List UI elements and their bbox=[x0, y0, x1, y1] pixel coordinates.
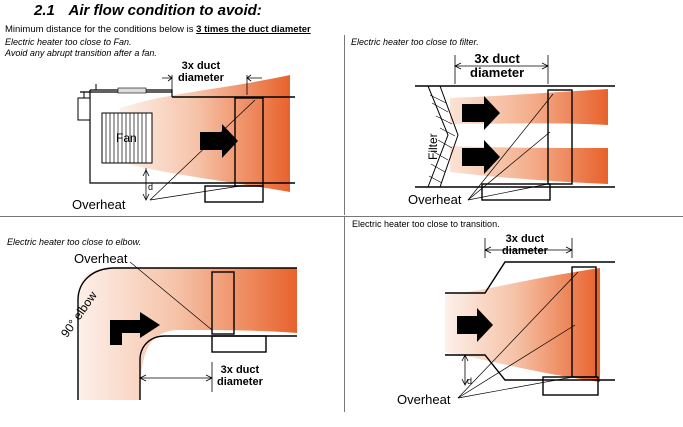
transition-caption: Electric heater too close to transition. bbox=[352, 219, 500, 229]
fan-motor bbox=[77, 97, 91, 121]
elbow-overheat-zone bbox=[211, 335, 267, 353]
divider-horizontal bbox=[0, 216, 683, 217]
elbow-airflow bbox=[78, 267, 297, 400]
elbow-overheat-label: Overheat bbox=[74, 251, 128, 266]
section-number: 2.1 bbox=[34, 2, 55, 19]
filter-label: Filter bbox=[426, 133, 440, 160]
divider-vertical-top bbox=[344, 35, 345, 215]
transition-dimension-line-2: diameter bbox=[502, 244, 548, 257]
elbow-arrow bbox=[110, 312, 160, 345]
transition-dimension-line-1: 3x duct bbox=[505, 233, 545, 245]
fan-overheat-zone bbox=[204, 185, 264, 203]
fan-label: Fan bbox=[116, 131, 137, 145]
filter-overheat-zone bbox=[481, 183, 551, 201]
fan-d-label: d bbox=[148, 182, 154, 192]
filter-arrow-upper bbox=[462, 96, 500, 130]
filter-dimension-line-1: 3x duct bbox=[474, 51, 520, 66]
filter-media bbox=[427, 85, 459, 188]
elbow-outer-wall bbox=[77, 267, 297, 400]
fan-caption-2: Avoid any abrupt transition after a fan. bbox=[5, 48, 157, 58]
elbow-inner-wall bbox=[139, 335, 297, 400]
transition-overheat-label: Overheat bbox=[397, 392, 451, 407]
elbow-caption: Electric heater too close to elbow. bbox=[7, 237, 142, 247]
elbow-dimension-label: 3x duct diameter bbox=[217, 364, 263, 388]
fan-diagram bbox=[77, 74, 295, 203]
fan-overheat-label: Overheat bbox=[72, 197, 126, 212]
transition-dimension-label: 3x duct diameter bbox=[502, 233, 548, 257]
elbow-heater bbox=[211, 271, 235, 335]
fan-blades bbox=[105, 113, 147, 163]
filter-overheat-label: Overheat bbox=[408, 192, 462, 207]
fan-dimension-line-2: diameter bbox=[178, 71, 224, 84]
elbow-dimension-line-2: diameter bbox=[217, 375, 263, 388]
intro-text: Minimum distance for the conditions belo… bbox=[5, 24, 311, 35]
filter-diagram bbox=[415, 55, 615, 201]
transition-arrow bbox=[457, 308, 493, 342]
fan-dimension-line-1: 3x duct bbox=[181, 60, 221, 72]
transition-airflow bbox=[445, 268, 600, 382]
transition-overheat-zone bbox=[542, 376, 599, 396]
divider-vertical-bottom bbox=[344, 217, 345, 412]
elbow-diagram bbox=[77, 261, 297, 400]
section-heading: 2.1 Air flow condition to avoid: bbox=[34, 2, 262, 19]
transition-diagram bbox=[445, 238, 615, 399]
fan-airflow-arrow bbox=[200, 124, 238, 158]
filter-heater bbox=[547, 89, 573, 185]
elbow-dimension-line-1: 3x duct bbox=[220, 364, 260, 376]
section-title: Air flow condition to avoid: bbox=[68, 2, 262, 19]
filter-dimension-label: 3x duct diameter bbox=[470, 52, 524, 79]
intro-lead: Minimum distance for the conditions belo… bbox=[5, 24, 197, 35]
filter-dimension-line-2: diameter bbox=[470, 64, 525, 80]
fan-caption-1: Electric heater too close to Fan. bbox=[5, 37, 132, 47]
transition-duct-top bbox=[445, 261, 615, 294]
transition-d-label: d bbox=[467, 376, 473, 386]
fan-dimension-label: 3x duct diameter bbox=[178, 60, 224, 84]
filter-caption: Electric heater too close to filter. bbox=[351, 37, 479, 47]
filter-arrow-lower bbox=[462, 140, 500, 174]
intro-emphasis: 3 times the duct diameter bbox=[196, 24, 311, 35]
